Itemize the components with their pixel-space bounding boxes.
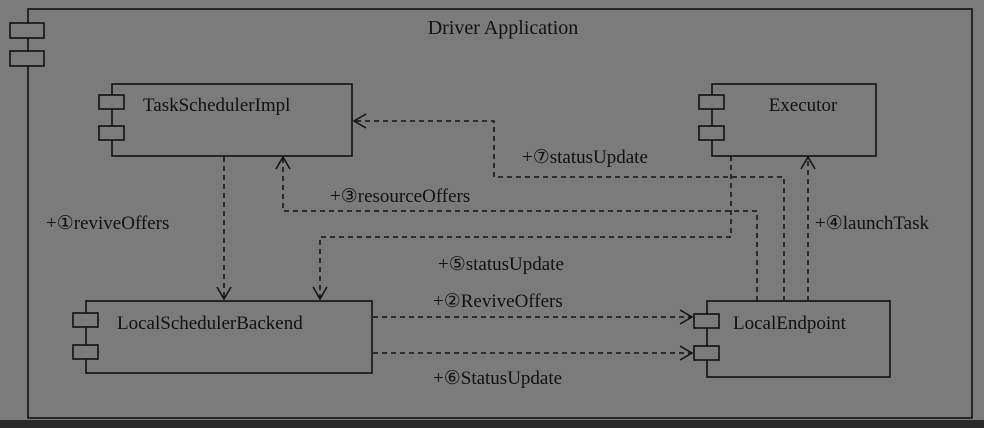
- component-tab: [693, 313, 720, 329]
- component-tab: [698, 125, 725, 141]
- message-1-label: +①reviveOffers: [46, 213, 169, 234]
- local-endpoint-label: LocalEndpoint: [733, 313, 847, 334]
- message-6-label: +⑥StatusUpdate: [433, 368, 562, 389]
- message-5-status-update: +⑤statusUpdate: [312, 156, 732, 301]
- frame-component-tab-top: [9, 22, 45, 39]
- bottom-strip: [0, 420, 984, 428]
- local-scheduler-backend-component: LocalSchedulerBackend: [72, 300, 373, 374]
- component-tab: [98, 94, 125, 110]
- component-tab: [72, 344, 99, 360]
- component-tab: [698, 94, 725, 110]
- message-2-revive-offers: +②ReviveOffers: [373, 291, 694, 325]
- component-tab: [693, 345, 720, 361]
- message-4-label: +④launchTask: [815, 213, 930, 234]
- message-7-status-update: +⑦statusUpdate: [352, 113, 785, 301]
- frame-component-tab-bottom: [9, 50, 45, 67]
- message-1-revive-offers: +①reviveOffers: [46, 157, 232, 301]
- component-tab: [72, 312, 99, 328]
- task-scheduler-impl-component: TaskSchedulerImpl: [98, 83, 353, 157]
- message-2-label: +②ReviveOffers: [433, 291, 563, 312]
- message-6-status-update: +⑥StatusUpdate: [373, 345, 694, 389]
- component-tab: [98, 125, 125, 141]
- message-4-launch-task: +④launchTask: [800, 155, 930, 301]
- task-scheduler-impl-label: TaskSchedulerImpl: [143, 95, 290, 116]
- driver-application-frame: Driver Application: [9, 8, 973, 419]
- message-3-resource-offers: +③resourceOffers: [275, 155, 758, 301]
- frame-title: Driver Application: [428, 17, 579, 39]
- message-5-label: +⑤statusUpdate: [438, 254, 564, 275]
- message-7-label: +⑦statusUpdate: [522, 147, 648, 168]
- executor-label: Executor: [769, 95, 838, 116]
- local-scheduler-backend-label: LocalSchedulerBackend: [117, 313, 303, 334]
- local-endpoint-component: LocalEndpoint: [693, 300, 891, 378]
- executor-component: Executor: [698, 83, 877, 157]
- message-3-label: +③resourceOffers: [330, 186, 470, 207]
